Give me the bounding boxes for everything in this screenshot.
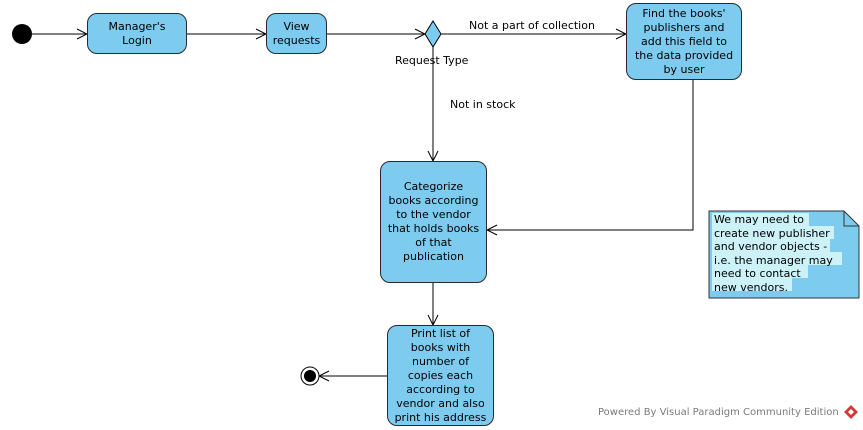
edge-find-to-categorize xyxy=(487,80,694,230)
note-text: We may need to create new publisher and … xyxy=(714,213,833,294)
action-categorize-books: Categorize books according to the vendor… xyxy=(380,161,487,283)
footer-powered-by: Powered By Visual Paradigm Community Edi… xyxy=(598,407,839,418)
note-text-highlight xyxy=(712,265,808,278)
note-text-highlight xyxy=(712,226,834,239)
decision-node xyxy=(424,20,442,48)
note-text-highlight xyxy=(712,213,809,226)
visual-paradigm-logo-icon xyxy=(844,405,858,419)
note-fold xyxy=(843,211,859,227)
action-view-requests: View requests xyxy=(266,13,327,54)
edge-label-not-in-stock: Not in stock xyxy=(450,98,516,111)
note-text-highlight xyxy=(712,278,792,291)
initial-node xyxy=(12,24,32,44)
action-print-list: Print list of books with number of copie… xyxy=(387,325,494,426)
note-text-highlight xyxy=(712,239,830,252)
action-find-publishers: Find the books' publishers and add this … xyxy=(626,3,742,80)
action-managers-login: Manager's Login xyxy=(87,13,187,54)
edge-label-not-in-collection: Not a part of collection xyxy=(469,19,595,32)
decision-label: Request Type xyxy=(395,54,469,67)
final-node xyxy=(304,370,316,382)
note-text-highlight xyxy=(712,252,842,265)
